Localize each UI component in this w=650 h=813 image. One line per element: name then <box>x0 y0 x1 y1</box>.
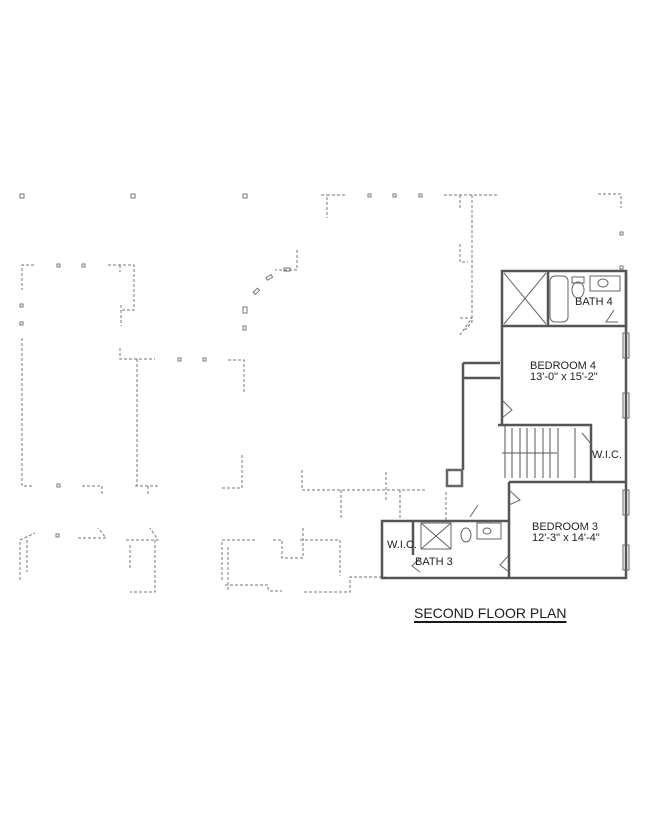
room-label-bedroom3: BEDROOM 3 <box>532 521 599 533</box>
room-dims-bedroom3: 12'-3" x 14'-4" <box>532 532 600 544</box>
room-dims-bedroom4: 13'-0" x 15'-2" <box>530 371 598 383</box>
room-label-bath4: BATH 4 <box>575 296 613 308</box>
fixtures <box>411 272 630 573</box>
room-label-wic-lower: W.I.C. <box>387 539 417 551</box>
plan-title: SECOND FLOOR PLAN <box>414 605 567 621</box>
room-label-bedroom4: BEDROOM 4 <box>530 360 597 372</box>
lower-floor-dashed-outline <box>19 193 624 593</box>
room-label-wic-upper: W.I.C. <box>592 449 622 461</box>
second-floor-walls <box>380 269 628 580</box>
room-label-bath3: BATH 3 <box>415 556 453 568</box>
